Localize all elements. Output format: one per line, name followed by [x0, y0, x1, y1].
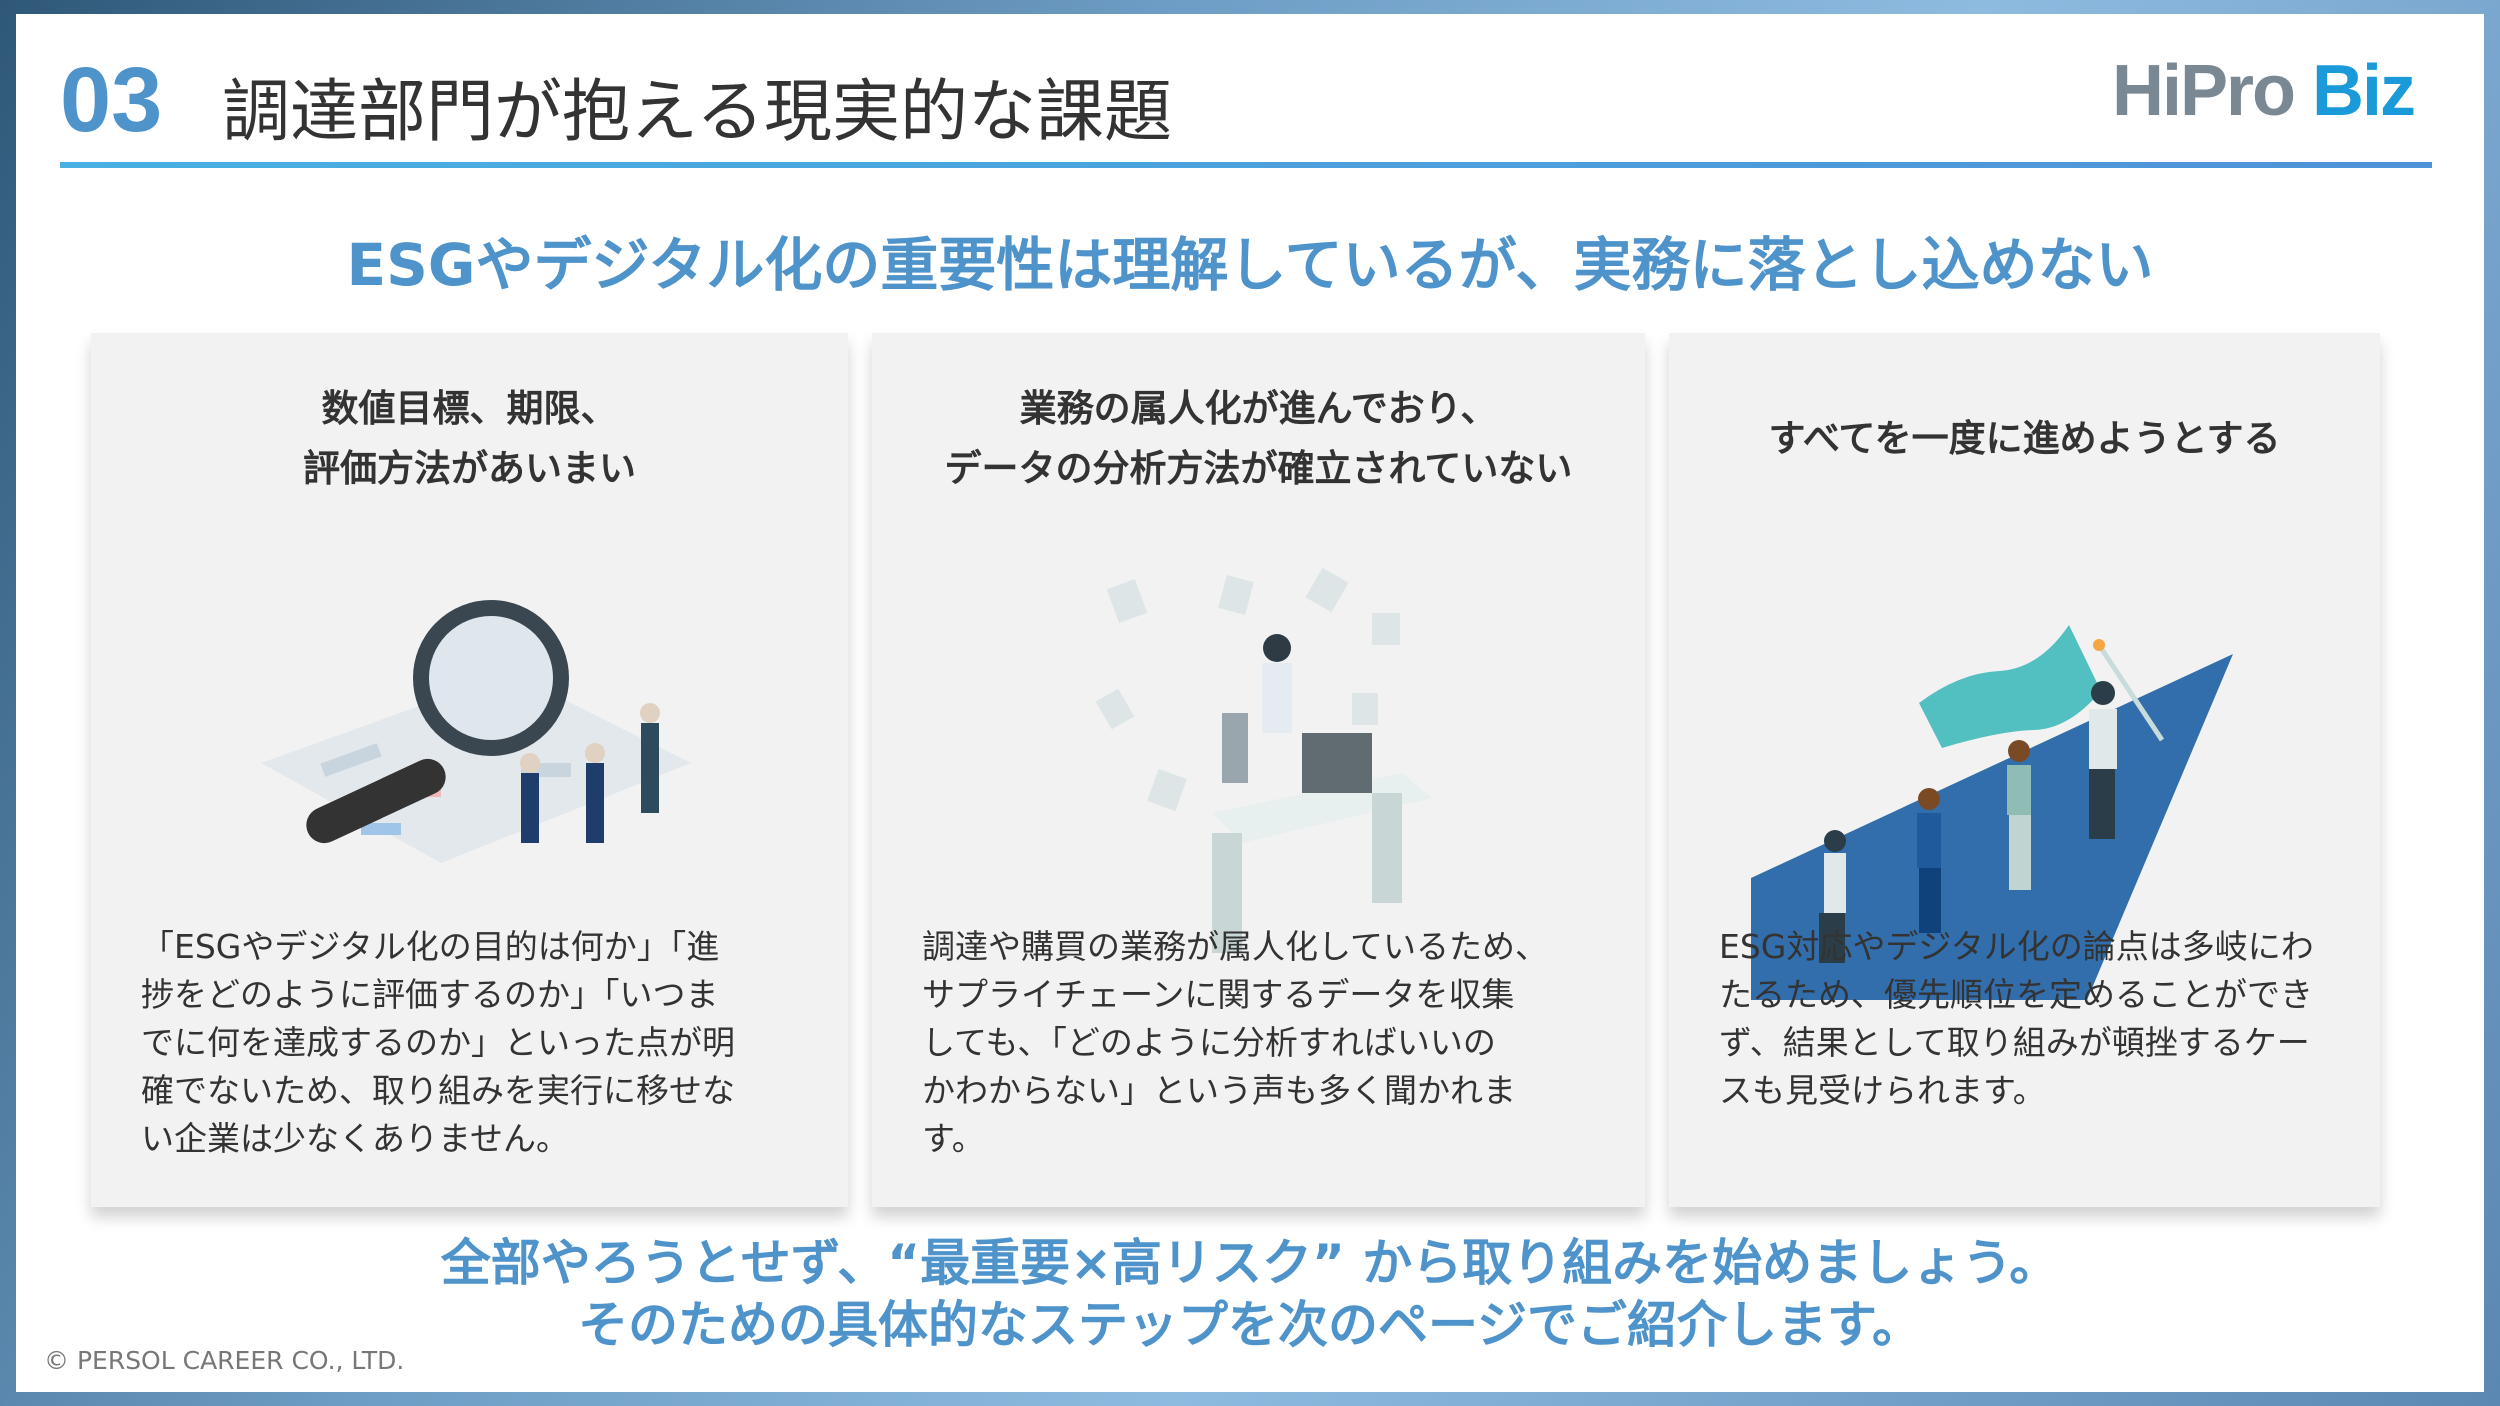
conclusion-line: そのための具体的なステップを次のページでご紹介します。: [578, 1296, 1922, 1354]
card-heading: 業務の属人化が進んでおり、データの分析方法が確立されていない: [872, 379, 1645, 499]
body-line: ESG対応やデジタル化の論点は多岐にわ: [1719, 927, 2314, 966]
conclusion-message: 全部やろうとせず、“最重要×高リスク” から取り組みを始めましょう。そのための具…: [0, 1232, 2500, 1356]
card-heading: すべてを一度に進めようとする: [1669, 409, 2380, 469]
card-body: 調達や購買の業務が属人化しているため、サプライチェーンに関するデータを収集しても…: [922, 923, 1605, 1163]
conclusion-line: 全部やろうとせず、“最重要×高リスク” から取り組みを始めましょう。: [440, 1234, 2060, 1292]
card-heading: 数値目標、期限、評価方法があいまい: [91, 379, 848, 499]
body-line: ず、結果として取り組みが頓挫するケー: [1719, 1023, 2310, 1062]
hipro-biz-logo: HiPro Biz: [2112, 50, 2416, 132]
body-line: す。: [922, 1119, 985, 1158]
body-line: たるため、優先順位を定めることができ: [1719, 975, 2313, 1014]
body-line: 調達や購買の業務が属人化しているため、: [922, 927, 1549, 966]
team-running-flag-illustration: [1751, 625, 2233, 1000]
challenge-card-1: 数値目標、期限、評価方法があいまい 「ESGやデジタル化の目的は何か」「進捗をど…: [91, 333, 848, 1207]
heading-line: データの分析方法が確立されていない: [944, 447, 1573, 490]
body-line: 捗をどのように評価するのか」「いつま: [141, 975, 719, 1014]
challenge-card-2: 業務の属人化が進んでおり、データの分析方法が確立されていない 調達や購買の業務が…: [872, 333, 1645, 1207]
body-line: しても、「どのように分析すればいいの: [922, 1023, 1496, 1062]
header-divider: [60, 162, 2432, 168]
body-line: サプライチェーンに関するデータを収集: [922, 975, 1515, 1014]
body-line: スも見受けられます。: [1719, 1071, 2046, 1110]
section-number: 03: [60, 49, 163, 151]
body-line: 確でないため、取り組みを実行に移せな: [141, 1071, 735, 1110]
confused-worker-illustration: [1095, 567, 1432, 953]
copyright: © PERSOL CAREER CO., LTD.: [44, 1346, 405, 1375]
heading-line: すべてを一度に進めようとする: [1768, 417, 2281, 460]
heading-line: 評価方法があいまい: [303, 447, 636, 490]
body-line: 「ESGやデジタル化の目的は何か」「進: [141, 927, 720, 966]
heading-line: 業務の属人化が進んでおり、: [1019, 387, 1498, 430]
body-line: かわからない」という声も多く聞かれま: [922, 1071, 1516, 1110]
body-line: い企業は少なくありません。: [141, 1119, 570, 1158]
logo-text-biz: Biz: [2294, 51, 2416, 131]
slide-subtitle: ESGやデジタル化の重要性は理解しているが、実務に落とし込めない: [346, 231, 2154, 299]
logo-text-hipro: HiPro: [2112, 51, 2296, 131]
challenge-card-3: すべてを一度に進めようとする ESG対応やデジタル化の論点は多岐にわたるため、優…: [1669, 333, 2380, 1207]
card-body: 「ESGやデジタル化の目的は何か」「進捗をどのように評価するのか」「いつまでに何…: [141, 923, 808, 1163]
body-line: でに何を達成するのか」といった点が明: [141, 1023, 735, 1062]
card-body: ESG対応やデジタル化の論点は多岐にわたるため、優先順位を定めることができず、結…: [1719, 923, 2340, 1115]
page-title: 調達部門が抱える現実的な課題: [222, 73, 1172, 152]
heading-line: 数値目標、期限、: [321, 387, 618, 430]
magnifier-documents-illustration: [261, 600, 691, 863]
